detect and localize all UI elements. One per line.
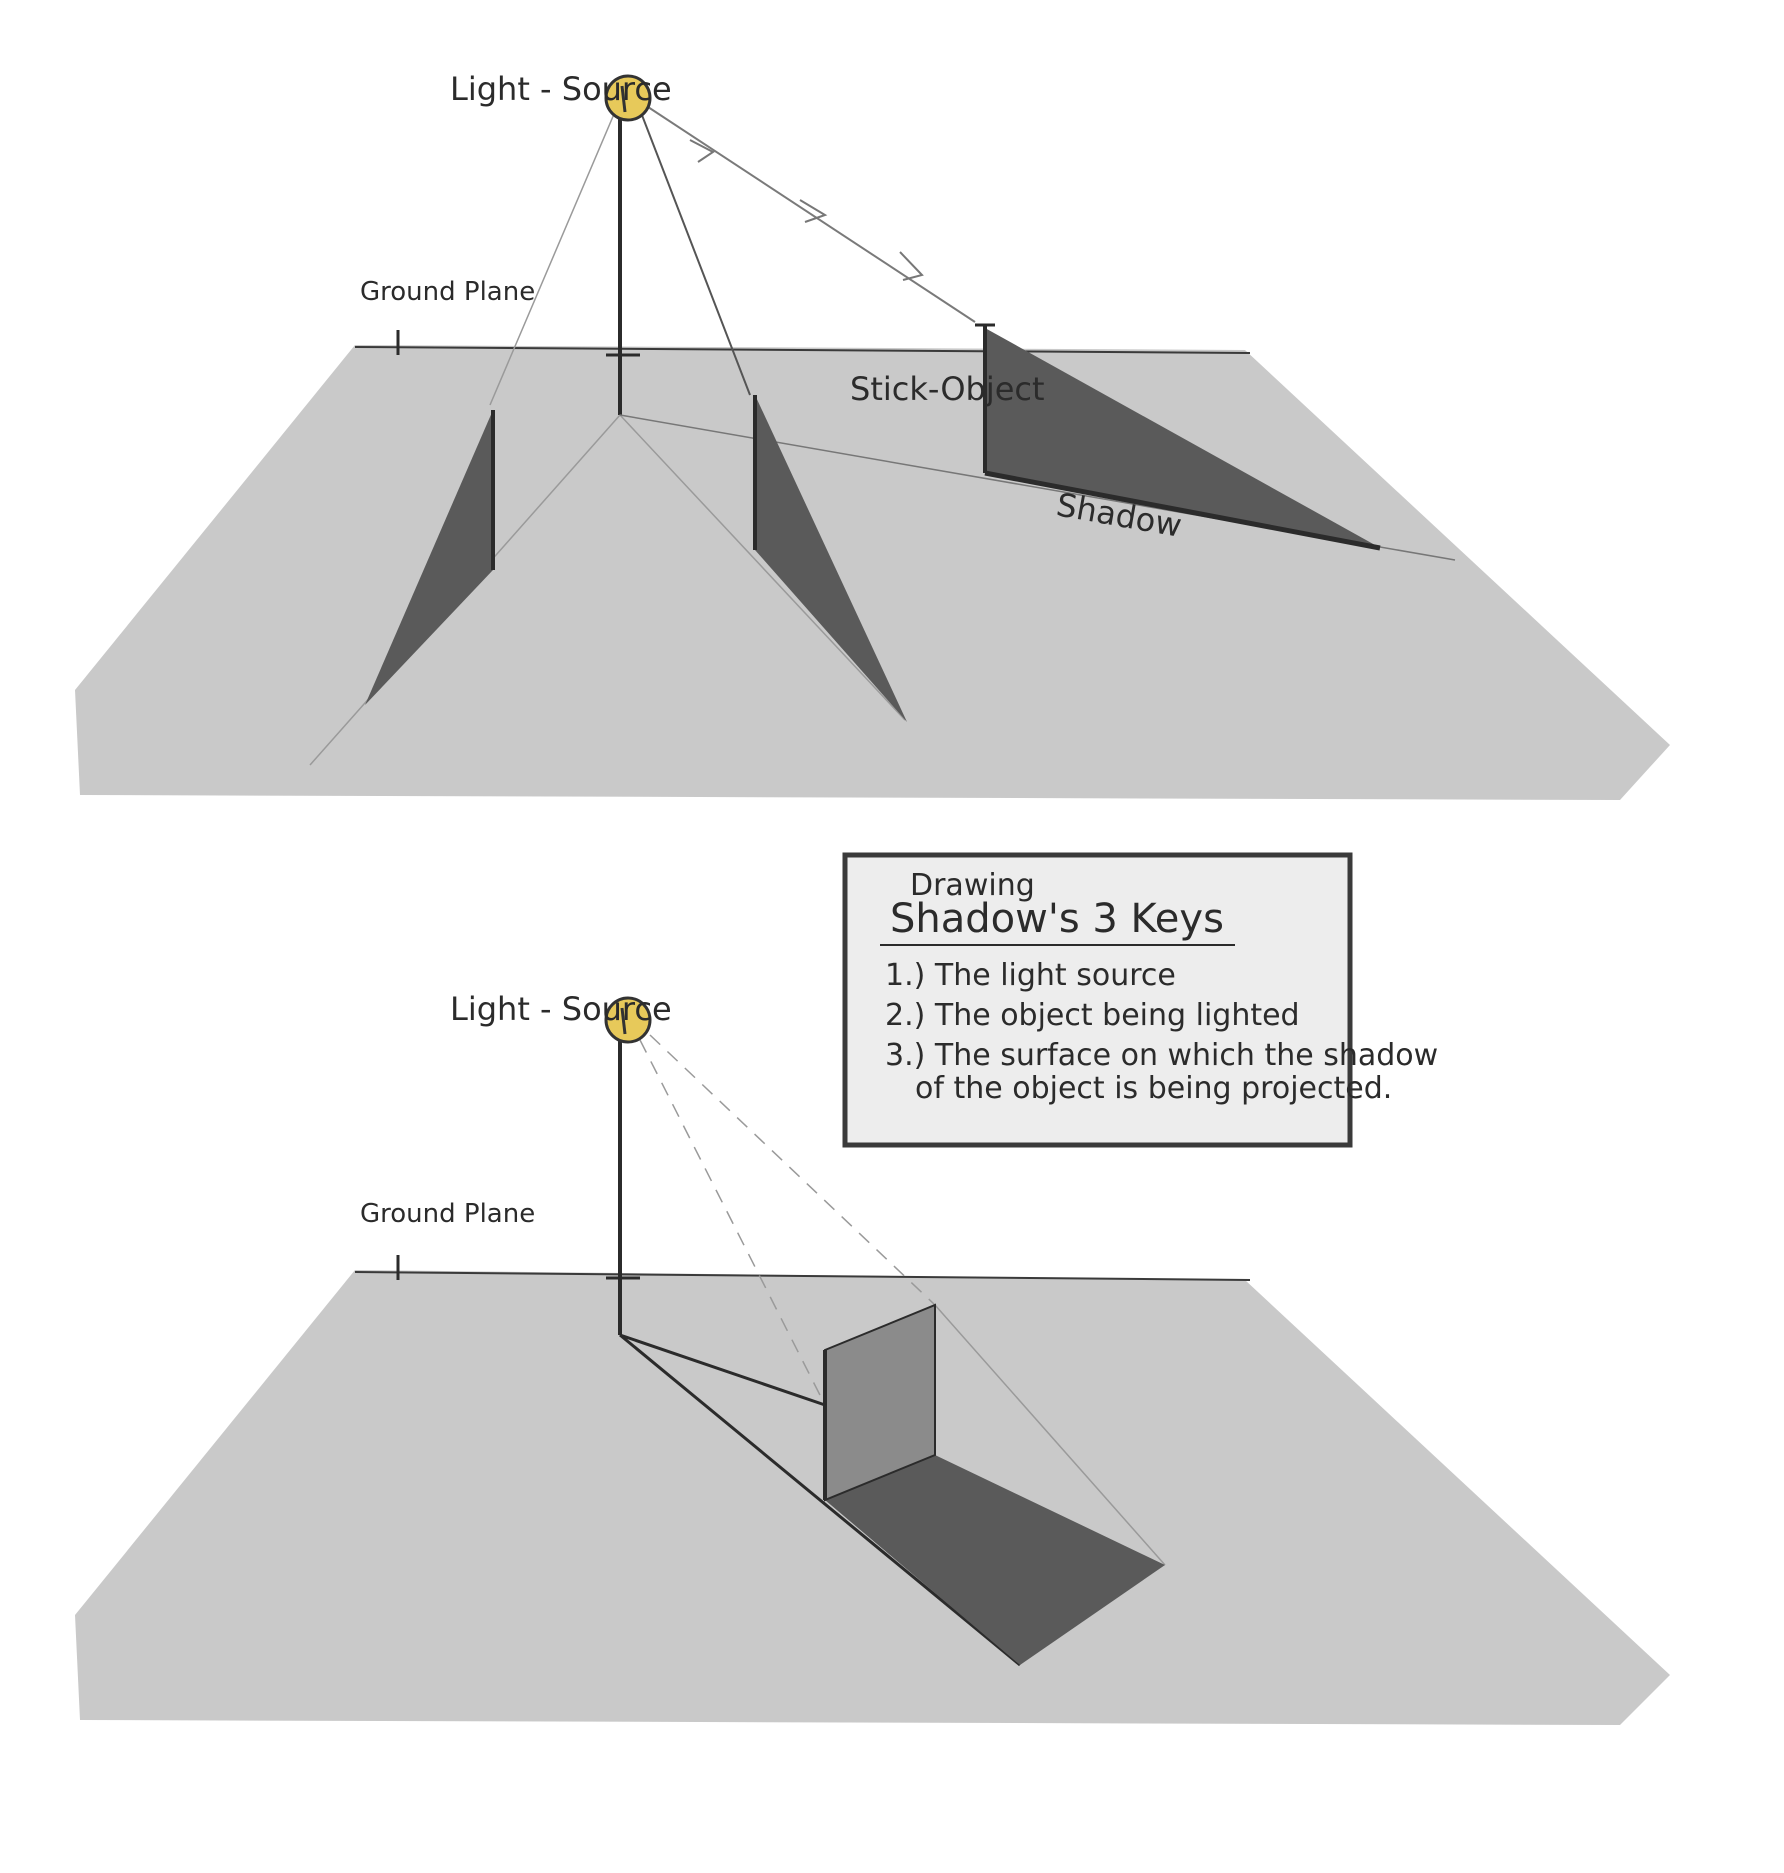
base-line-bottom-left <box>619 1333 1021 1667</box>
light-source-label-top: Light - Source <box>450 70 672 108</box>
shadow-edge-top-right <box>984 470 1381 551</box>
key-item-3: 3.) The surface on which the shadow <box>885 1038 1438 1073</box>
key-item-2: 2.) The object being lighted <box>885 998 1300 1033</box>
arrow-2-icon <box>799 199 828 223</box>
top-diagram: Light - Source Ground Plane Stick-Object… <box>75 70 1670 800</box>
bottom-diagram: Light - Source Ground Plane <box>75 990 1670 1725</box>
ray-bottom-2 <box>649 1034 936 1306</box>
shadow-top-mid <box>755 395 907 722</box>
ground-plane-label-top: Ground Plane <box>360 277 535 307</box>
ray-bottom-3 <box>934 1304 1166 1566</box>
key-title-line1: Drawing <box>910 868 1035 903</box>
base-line-bottom-right <box>619 1333 826 1407</box>
ray-top-left <box>489 99 621 406</box>
key-box: Drawing Shadow's 3 Keys 1.) The light so… <box>842 852 1438 1148</box>
light-source-icon-bottom <box>604 996 652 1044</box>
key-item-1: 1.) The light source <box>885 958 1176 993</box>
base-line-mid <box>619 414 906 721</box>
arrow-1-icon <box>689 139 715 163</box>
stick-object-label: Stick-Object <box>850 370 1045 408</box>
light-source-label-bottom: Light - Source <box>450 990 672 1028</box>
ray-top-right <box>644 104 976 323</box>
key-item-4: of the object is being projected. <box>915 1071 1392 1106</box>
shadow-bottom <box>825 1455 1165 1665</box>
ray-bottom-1 <box>639 1039 826 1406</box>
light-source-icon <box>604 74 652 122</box>
horizon-line-bottom <box>354 1271 1251 1281</box>
key-title-line2: Shadow's 3 Keys <box>890 896 1224 942</box>
horizon-line-top <box>354 346 1251 354</box>
ground-plane-top <box>75 345 1670 800</box>
arrow-3-icon <box>899 251 924 281</box>
ray-top-mid <box>639 109 751 396</box>
key-box-frame <box>842 852 1353 1148</box>
ground-plane-label-bottom: Ground Plane <box>360 1199 535 1229</box>
shadow-top-left <box>365 410 493 705</box>
